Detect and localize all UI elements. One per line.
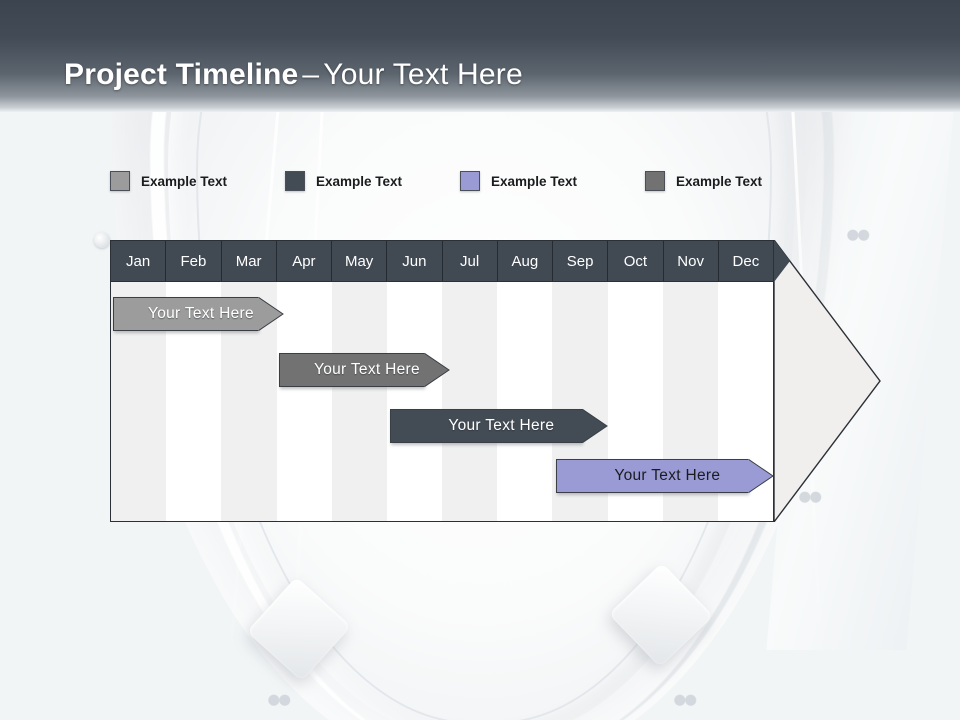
gantt-task-bar-body: Your Text Here bbox=[555, 459, 748, 493]
gantt-task-bar-label: Your Text Here bbox=[148, 305, 254, 322]
legend: Example Text Example Text Example Text E… bbox=[110, 169, 810, 193]
gantt-task-bar-label: Your Text Here bbox=[448, 417, 555, 434]
gantt-task-bar[interactable]: Your Text Here bbox=[389, 409, 608, 443]
background-dots-icon bbox=[797, 490, 823, 506]
gantt-task-bar-label: Your Text Here bbox=[614, 467, 721, 484]
gantt-grid-column bbox=[276, 282, 332, 521]
gantt-task-bar[interactable]: Your Text Here bbox=[113, 297, 284, 331]
month-header-cell[interactable]: Mar bbox=[222, 241, 277, 281]
month-header-cell[interactable]: May bbox=[332, 241, 388, 281]
legend-item-1[interactable]: Example Text bbox=[110, 169, 227, 193]
page-title-bold: Project Timeline bbox=[64, 58, 299, 91]
month-header-cell[interactable]: Aug bbox=[498, 241, 553, 281]
background-dot-icon bbox=[94, 232, 110, 248]
legend-item-3[interactable]: Example Text bbox=[460, 169, 577, 193]
gantt-task-bar-body: Your Text Here bbox=[279, 353, 424, 387]
page-title-light: Your Text Here bbox=[323, 58, 523, 91]
month-header-cell[interactable]: Jan bbox=[111, 241, 167, 281]
legend-swatch-dark-slate bbox=[285, 171, 305, 191]
background-dots-icon bbox=[672, 693, 698, 709]
page-title: Project Timeline–Your Text Here bbox=[64, 58, 523, 92]
month-header-cell[interactable]: Dec bbox=[732, 252, 760, 270]
gantt-task-bar-arrow-tip bbox=[747, 459, 774, 493]
gantt-task-bar-arrow-tip bbox=[423, 353, 450, 387]
background-dots-icon bbox=[845, 228, 871, 244]
gantt-grid-column bbox=[386, 282, 443, 521]
legend-item-label: Example Text bbox=[141, 173, 228, 189]
gantt-task-bar-label: Your Text Here bbox=[314, 361, 420, 378]
month-header-cell[interactable]: Nov bbox=[664, 241, 719, 281]
month-header-cell[interactable]: Feb bbox=[166, 241, 222, 281]
background-dots-icon bbox=[266, 693, 292, 709]
gantt-task-bar[interactable]: Your Text Here bbox=[555, 459, 774, 493]
legend-item-label: Example Text bbox=[316, 173, 403, 189]
legend-item-label: Example Text bbox=[491, 173, 578, 189]
legend-item-label: Example Text bbox=[676, 173, 763, 189]
month-header-cell[interactable]: Apr bbox=[277, 241, 332, 281]
legend-swatch-gray-dark bbox=[645, 171, 665, 191]
gantt-task-bar-body: Your Text Here bbox=[113, 297, 258, 331]
legend-item-4[interactable]: Example Text bbox=[645, 169, 762, 193]
month-header-cell[interactable]: Jun bbox=[387, 241, 443, 281]
gantt-grid-column bbox=[331, 282, 387, 521]
gantt-task-bar-body: Your Text Here bbox=[389, 409, 582, 443]
month-header-cell[interactable]: Jul bbox=[443, 241, 498, 281]
title-bar: Project Timeline–Your Text Here bbox=[0, 0, 960, 112]
page-title-dash: – bbox=[302, 58, 320, 91]
legend-swatch-periwinkle bbox=[460, 171, 480, 191]
legend-swatch-gray-light bbox=[110, 171, 130, 191]
gantt-task-bar[interactable]: Your Text Here bbox=[279, 353, 450, 387]
month-header-cell[interactable]: Sep bbox=[553, 241, 609, 281]
month-header-cell[interactable]: Oct bbox=[608, 241, 664, 281]
legend-item-2[interactable]: Example Text bbox=[285, 169, 402, 193]
gantt-task-bar-arrow-tip bbox=[581, 409, 608, 443]
gantt-task-bar-arrow-tip bbox=[257, 297, 284, 331]
gantt-grid-column bbox=[497, 282, 553, 521]
gantt-grid-column bbox=[442, 282, 498, 521]
